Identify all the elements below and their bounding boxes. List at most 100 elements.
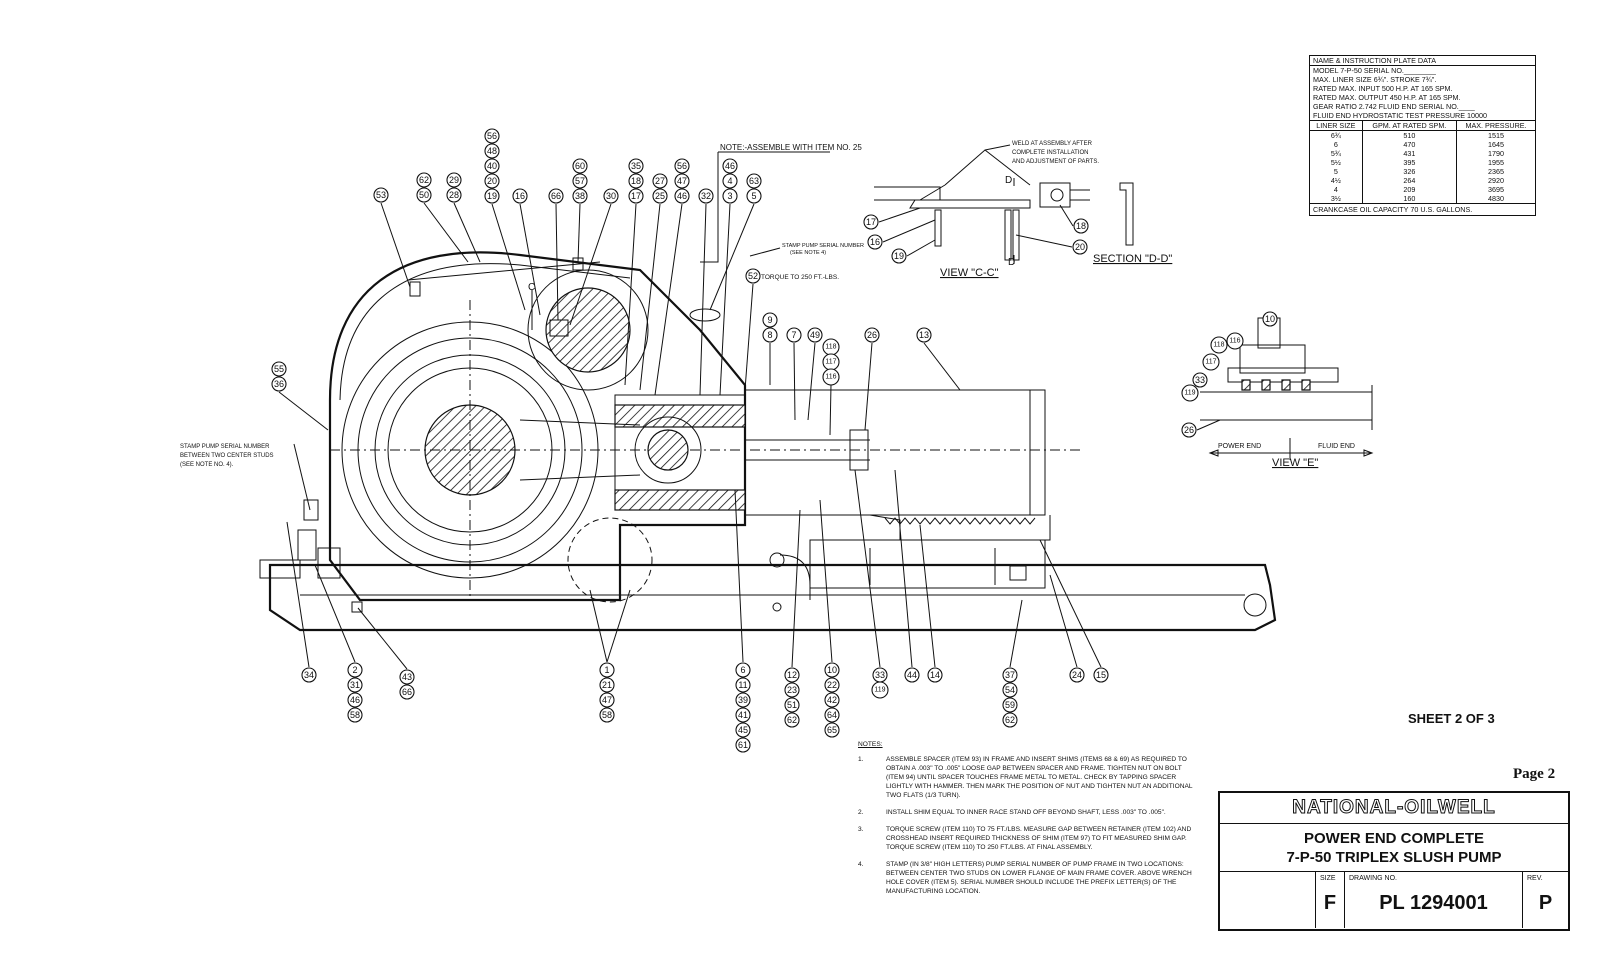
- callout-bubble: 33: [1192, 372, 1208, 388]
- callout-bubble: 24: [1069, 667, 1085, 683]
- nameplate-footer: CRANKCASE OIL CAPACITY 70 U.S. GALLONS.: [1310, 203, 1535, 215]
- note-text: STAMP (IN 3/8" HIGH LETTERS) PUMP SERIAL…: [886, 861, 1192, 895]
- nameplate-data-table: NAME & INSTRUCTION PLATE DATA MODEL 7-P-…: [1309, 55, 1536, 216]
- callout-number: 62: [1005, 715, 1015, 725]
- callout-circle: [867, 234, 883, 250]
- callout-number: 38: [575, 191, 585, 201]
- callout-number: 63: [749, 176, 759, 186]
- callout-circle: [746, 173, 762, 189]
- callout-number: 46: [677, 191, 687, 201]
- section-d-marker-top: D: [1005, 175, 1012, 186]
- callout-circle: [399, 684, 415, 700]
- callout-number: 10: [1265, 314, 1275, 324]
- callout-number: 53: [376, 190, 386, 200]
- callout-bubble: 47: [674, 173, 690, 189]
- callout-bubble: 33: [872, 667, 888, 683]
- callout-number: 47: [677, 176, 687, 186]
- size-value: F: [1323, 892, 1337, 914]
- cell: 6: [1310, 140, 1363, 149]
- stamp-serial-top-line2: (SEE NOTE 4): [790, 250, 826, 256]
- callout-circle: [762, 327, 778, 343]
- callout-number: 57: [575, 176, 585, 186]
- size-cell: SIZE F: [1315, 872, 1345, 928]
- size-label: SIZE: [1320, 875, 1336, 882]
- power-end-label: POWER END: [1218, 443, 1261, 450]
- callout-number: 118: [1213, 342, 1224, 349]
- callout-number: 10: [827, 665, 837, 675]
- callout-number: 1: [604, 665, 609, 675]
- callout-number: 116: [1229, 338, 1240, 345]
- note-item: 2. INSTALL SHIM EQUAL TO INNER RACE STAN…: [858, 808, 1198, 817]
- stamp-serial-left-line2: BETWEEN TWO CENTER STUDS: [180, 453, 274, 459]
- callout-number: 49: [810, 330, 820, 340]
- callout-circle: [1002, 712, 1018, 728]
- callout-bubble: 1: [599, 662, 615, 678]
- cell: 6¾: [1310, 130, 1363, 140]
- callout-circle: [416, 187, 432, 203]
- cell: 3695: [1488, 185, 1505, 194]
- callout-bubble: 18: [1073, 218, 1089, 234]
- callout-circle: [484, 158, 500, 174]
- callout-circle: [373, 187, 389, 203]
- callout-bubble: 46: [347, 692, 363, 708]
- callout-bubble: 51: [784, 697, 800, 713]
- callout-bubble: 62: [1002, 712, 1018, 728]
- callout-bubble: 29: [446, 172, 462, 188]
- callout-circle: [824, 662, 840, 678]
- callout-circle: [347, 662, 363, 678]
- callout-number: 65: [827, 725, 837, 735]
- callout-number: 60: [575, 161, 585, 171]
- notes-heading: NOTES:: [858, 741, 883, 748]
- callout-number: 19: [487, 191, 497, 201]
- callout-circle: [1002, 697, 1018, 713]
- section-d-marker-bottom: D: [1008, 257, 1015, 268]
- nameplate-line: MAX. LINER SIZE 6¾". STROKE 7¾".: [1313, 75, 1437, 84]
- torque-label: TORQUE TO 250 FT.-LBS.: [761, 274, 839, 281]
- cell: 1955: [1488, 158, 1505, 167]
- callout-bubble: 56: [674, 158, 690, 174]
- nameplate-line: RATED MAX. OUTPUT 450 H.P. AT 165 SPM.: [1313, 93, 1461, 102]
- callout-bubble: 17: [863, 214, 879, 230]
- callout-bubble: 55: [271, 361, 287, 377]
- callout-circle: [1069, 667, 1085, 683]
- callout-circle: [927, 667, 943, 683]
- callout-circle: [1002, 682, 1018, 698]
- callout-bubble: 61: [735, 737, 751, 753]
- callout-bubble: 118: [822, 338, 840, 356]
- drawing-no-value: PL 1294001: [1379, 892, 1488, 914]
- cell: 160: [1362, 194, 1458, 203]
- cell: 4½: [1310, 176, 1363, 185]
- callout-circle: [745, 268, 761, 284]
- callout-circle: [807, 327, 823, 343]
- callout-number: 46: [725, 161, 735, 171]
- nameplate-title: NAME & INSTRUCTION PLATE DATA: [1310, 56, 1535, 66]
- callout-bubble: 30: [603, 188, 619, 204]
- callout-number: 44: [907, 670, 917, 680]
- callout-bubble: 22: [824, 677, 840, 693]
- callout-number: 66: [551, 191, 561, 201]
- callout-number: 7: [791, 330, 796, 340]
- callout-bubble: 66: [548, 188, 564, 204]
- callout-circle: [735, 662, 751, 678]
- callout-circle: [1181, 384, 1199, 402]
- callout-number: 9: [767, 315, 772, 325]
- view-e-label: VIEW "E": [1272, 457, 1318, 469]
- rev-value: P: [1538, 892, 1553, 914]
- col-header-pressure: MAX. PRESSURE.: [1456, 120, 1535, 131]
- callout-number: 8: [767, 330, 772, 340]
- callout-circle: [416, 172, 432, 188]
- fluid-end-label: FLUID END: [1318, 443, 1355, 450]
- callout-circle: [1262, 311, 1278, 327]
- callout-bubble: 46: [674, 188, 690, 204]
- callout-number: 26: [1184, 425, 1194, 435]
- callout-circle: [784, 667, 800, 683]
- cell: 2920: [1488, 176, 1505, 185]
- sheet-number: SHEET 2 OF 3: [1408, 711, 1495, 726]
- callout-bubble: 39: [735, 692, 751, 708]
- callout-bubble: 3: [722, 188, 738, 204]
- cell: 4830: [1488, 194, 1505, 203]
- callout-number: 16: [515, 191, 525, 201]
- callout-circle: [446, 172, 462, 188]
- callout-circle: [674, 158, 690, 174]
